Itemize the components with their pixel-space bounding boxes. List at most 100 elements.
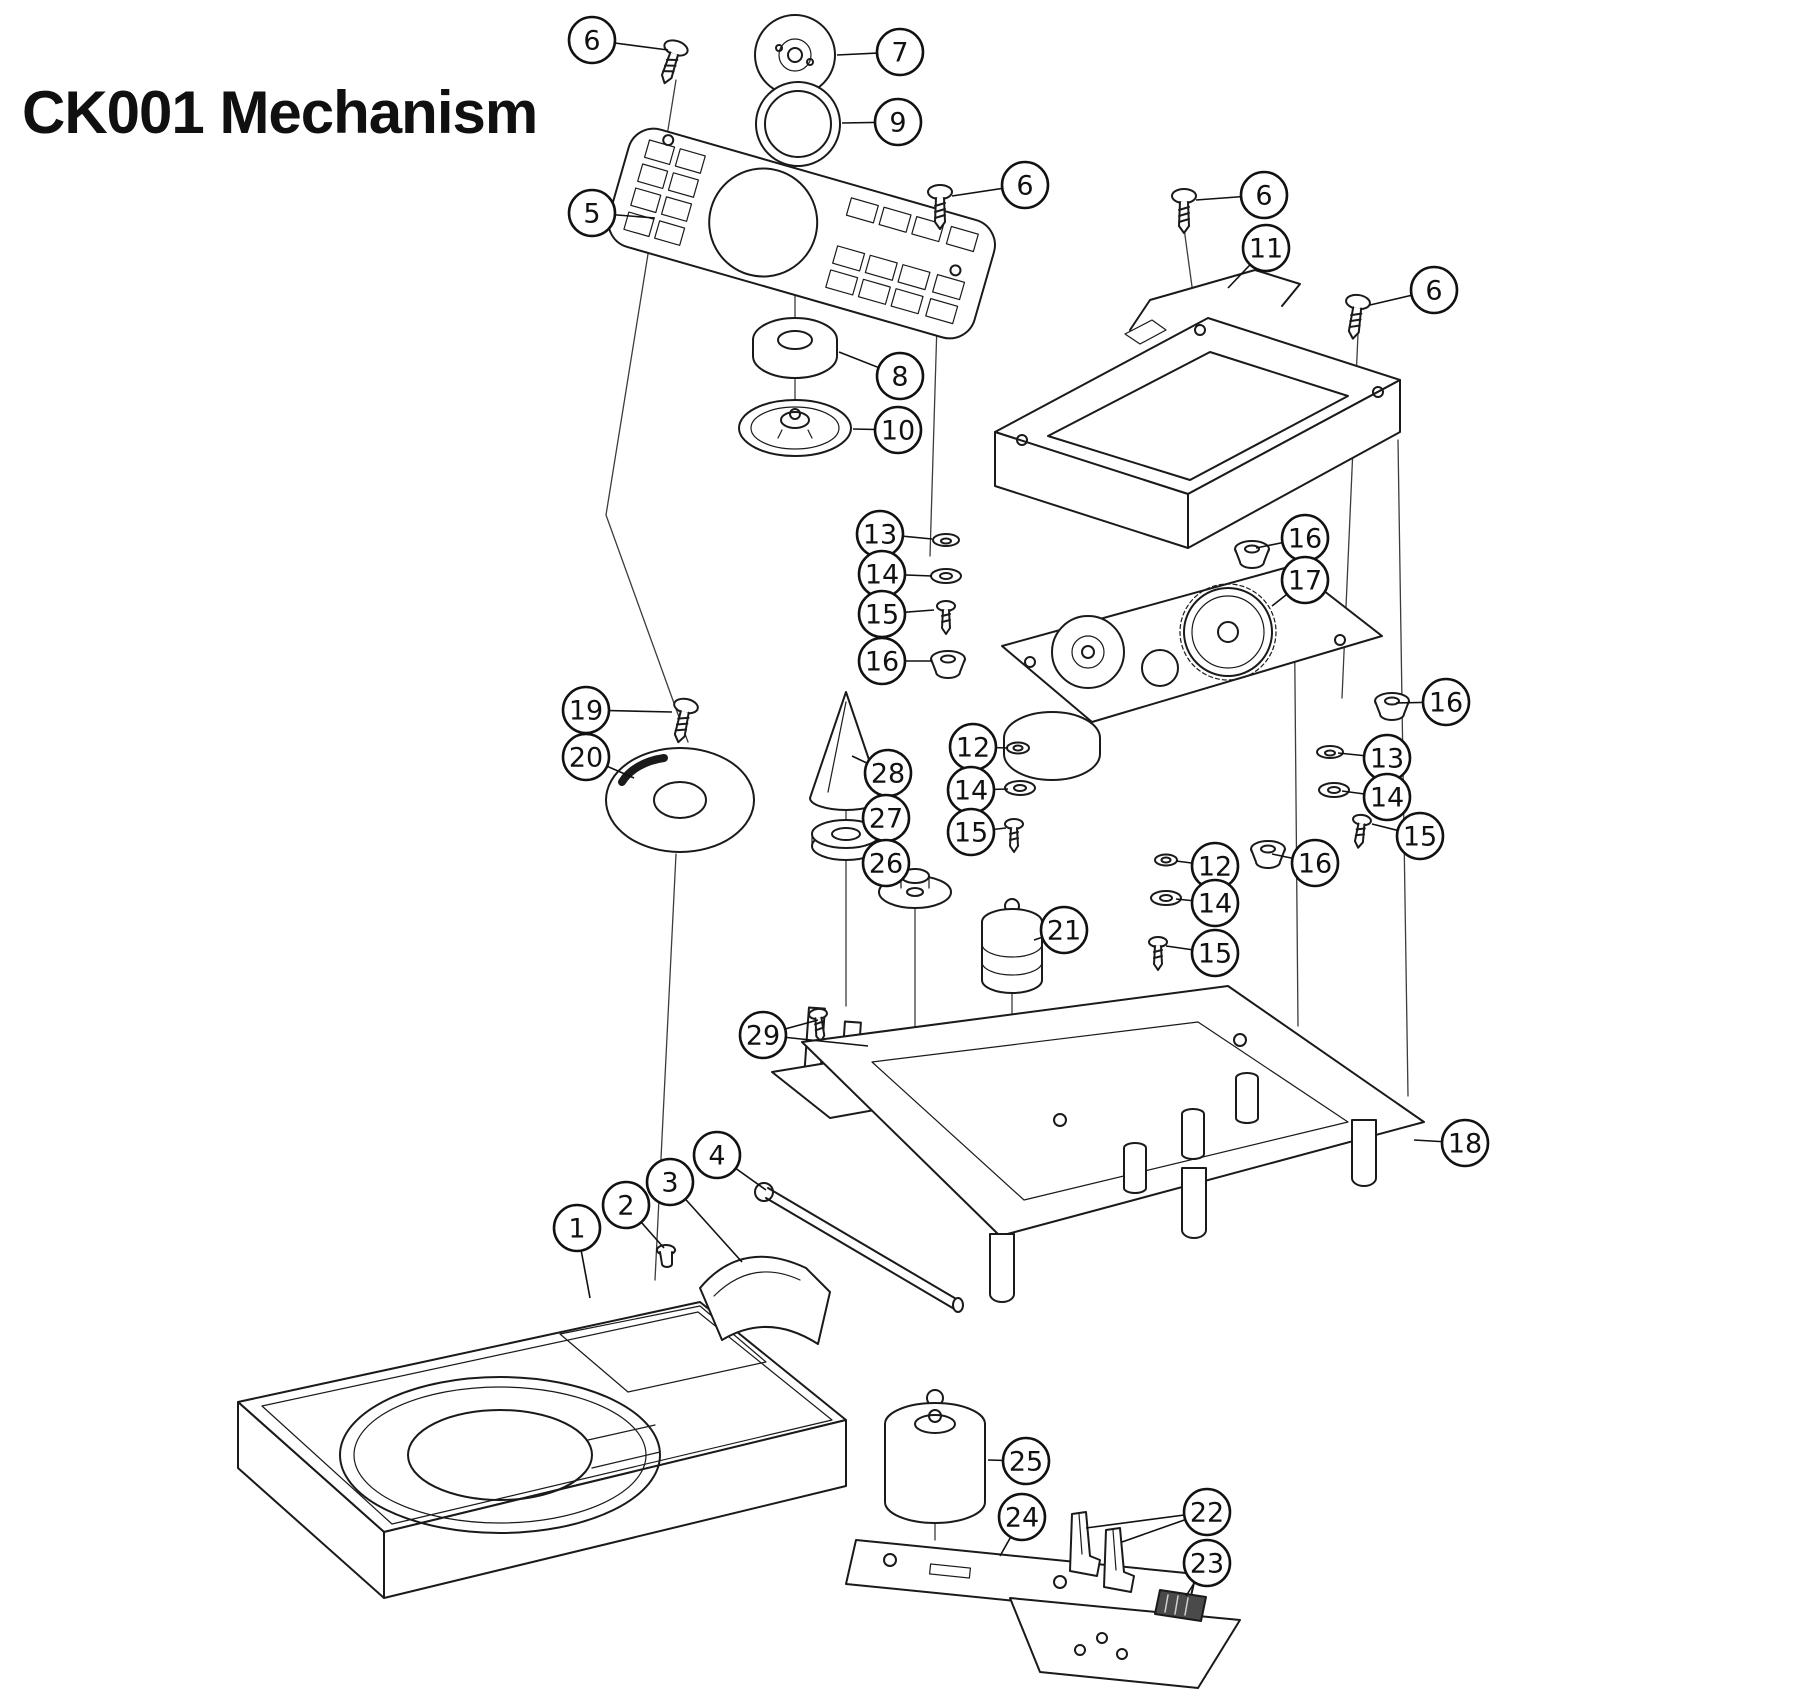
callout-number: 6 <box>1425 276 1442 307</box>
callout-number: 15 <box>1198 939 1232 970</box>
callout-circle <box>857 636 907 686</box>
callout-number: 14 <box>1198 889 1232 920</box>
callout-circle <box>1190 878 1240 928</box>
callout-circle <box>1440 1118 1490 1168</box>
callout-number: 16 <box>1298 849 1332 880</box>
callout-circle <box>1000 160 1050 210</box>
callout-circle <box>1395 811 1445 861</box>
callout-16: 16 <box>1271 838 1340 888</box>
callout-23: 23 <box>1182 1538 1232 1597</box>
callout-number: 27 <box>869 804 903 835</box>
callout-circle <box>875 351 925 401</box>
guide-rod-part4 <box>754 1182 964 1313</box>
callout-circle <box>601 1180 651 1230</box>
callout-number: 16 <box>1288 524 1322 555</box>
callout-number: 14 <box>1370 783 1404 814</box>
callout-18: 18 <box>1413 1118 1490 1168</box>
callout-circle <box>1190 928 1240 978</box>
callout-15: 15 <box>1165 928 1240 978</box>
callout-26: 26 <box>861 838 911 888</box>
callout-8: 8 <box>838 351 925 401</box>
callout-16: 16 <box>1255 513 1330 563</box>
callout-circle <box>1001 1436 1051 1486</box>
callout-14: 14 <box>857 549 933 599</box>
callout-circle <box>873 97 923 147</box>
page-title: CK001 Mechanism <box>22 79 538 146</box>
callout-10: 10 <box>852 405 923 455</box>
loading-motor-part21 <box>981 898 1043 994</box>
callout-28: 28 <box>851 748 913 798</box>
callout-number: 22 <box>1190 1498 1224 1529</box>
callout-1: 1 <box>552 1203 602 1299</box>
callout-21: 21 <box>1033 905 1089 955</box>
spindle-motor-part25 <box>884 1389 986 1524</box>
callout-17: 17 <box>1271 555 1330 607</box>
callout-number: 28 <box>871 759 905 790</box>
callout-24: 24 <box>997 1492 1047 1557</box>
callout-circle <box>692 1130 742 1180</box>
callout-13: 13 <box>1337 733 1412 783</box>
callout-circle <box>873 405 923 455</box>
callout-11: 11 <box>1227 223 1291 289</box>
callout-number: 6 <box>583 26 600 57</box>
leaf-switch-part22-right <box>1103 1527 1135 1593</box>
callout-number: 4 <box>708 1141 725 1172</box>
callout-number: 7 <box>891 38 908 69</box>
callout-6: 6 <box>1195 170 1289 220</box>
callout-circle <box>552 1203 602 1253</box>
top-frame-part11 <box>994 269 1401 549</box>
callout-number: 12 <box>1198 852 1232 883</box>
callout-number: 6 <box>1016 171 1033 202</box>
callout-number: 16 <box>1429 688 1463 719</box>
leaf-switch-part22-left <box>1069 1511 1101 1577</box>
callout-12: 12 <box>1175 841 1240 891</box>
callout-circle <box>1421 677 1471 727</box>
callout-number: 17 <box>1288 566 1322 597</box>
callout-circle <box>1239 170 1289 220</box>
cover-part3 <box>699 1255 831 1345</box>
callout-6: 6 <box>567 15 669 65</box>
callout-circle <box>1362 772 1412 822</box>
callout-number: 5 <box>583 199 600 230</box>
callout-15: 15 <box>857 589 935 639</box>
screw-part19 <box>665 695 701 746</box>
callout-number: 16 <box>865 647 899 678</box>
callout-7: 7 <box>836 27 925 77</box>
cone-part28 <box>809 691 883 811</box>
connector-part23 <box>1154 1589 1207 1622</box>
callout-number: 23 <box>1190 1549 1224 1580</box>
callout-circle <box>1241 223 1291 273</box>
callout-number: 25 <box>1009 1447 1043 1478</box>
top-plate-part5 <box>607 127 996 340</box>
turntable-part10 <box>738 399 852 457</box>
pcb-part24 <box>845 1539 1241 1689</box>
ring-part9 <box>755 81 841 167</box>
callout-number: 15 <box>865 600 899 631</box>
callout-circle <box>1280 555 1330 605</box>
callout-circle <box>1182 1538 1232 1588</box>
callout-number: 18 <box>1448 1129 1482 1160</box>
callout-number: 13 <box>863 520 897 551</box>
callout-number: 20 <box>569 743 603 774</box>
callout-circle <box>567 188 617 238</box>
callout-number: 1 <box>568 1214 585 1245</box>
callout-number: 19 <box>569 696 603 727</box>
callout-14: 14 <box>1341 772 1412 822</box>
disc-tray-part1 <box>237 1301 847 1599</box>
callout-29: 29 <box>738 1010 869 1060</box>
callout-6: 6 <box>1369 265 1459 315</box>
callout-number: 14 <box>865 560 899 591</box>
callout-number: 15 <box>1403 822 1437 853</box>
magnet-roller-part8 <box>752 317 838 379</box>
callout-circle <box>946 807 996 857</box>
callout-3: 3 <box>645 1157 743 1263</box>
callout-circle <box>561 732 611 782</box>
callout-5: 5 <box>567 188 656 238</box>
callout-number: 6 <box>1255 181 1272 212</box>
callout-number: 8 <box>891 362 908 393</box>
callout-circle <box>1039 905 1089 955</box>
callout-circle <box>1182 1487 1232 1537</box>
callout-4: 4 <box>692 1130 767 1191</box>
